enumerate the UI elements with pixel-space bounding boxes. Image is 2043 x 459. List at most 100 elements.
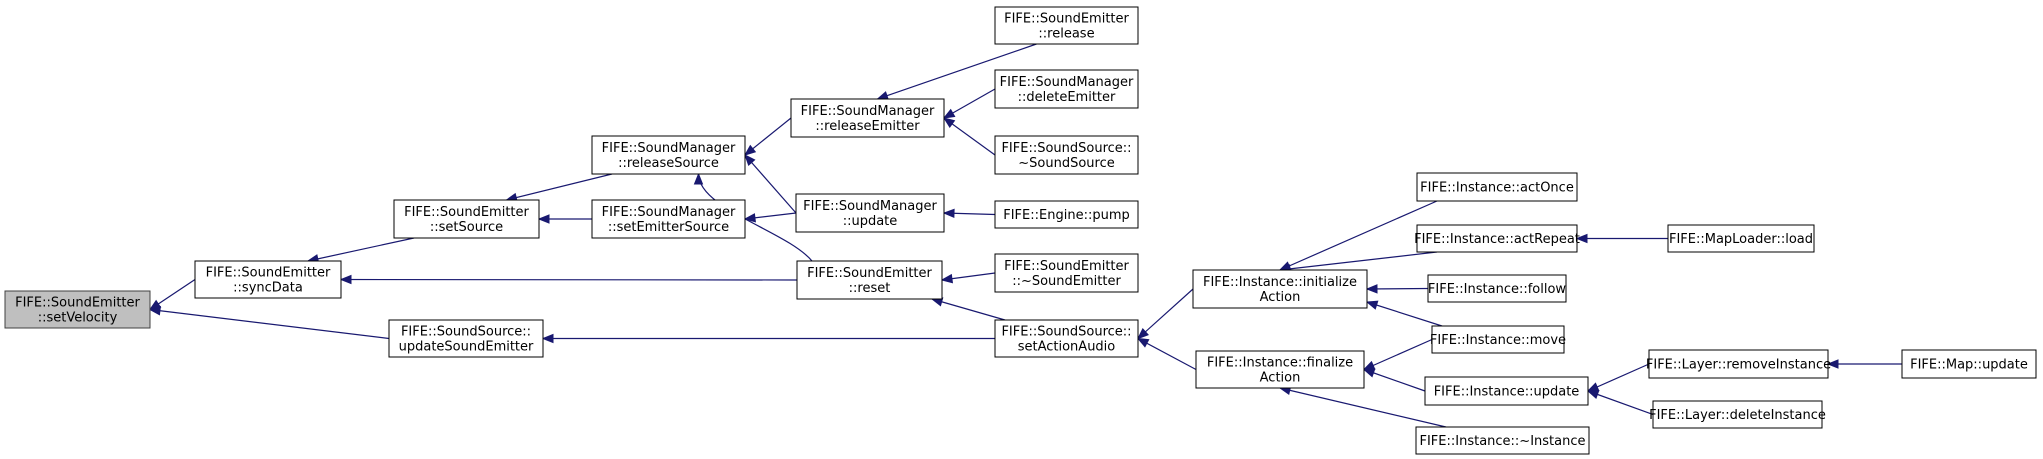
edge-inst-update-to-finalize-action [1363, 368, 1426, 392]
node-label-line: ::reset [849, 281, 891, 296]
node-delete-emitter[interactable]: FIFE::SoundManager::deleteEmitter [994, 69, 1139, 109]
node-inst-dtor[interactable]: FIFE::Instance::~Instance [1415, 426, 1590, 455]
node-label-line: FIFE::SoundEmitter [1004, 12, 1129, 27]
edge-act-repeat-to-initialize-action [1279, 251, 1438, 271]
arrowhead [876, 91, 889, 101]
node-box [994, 135, 1139, 175]
node-label-line: FIFE::SoundEmitter [15, 296, 140, 311]
node-set-emitter-source[interactable]: FIFE::SoundManager::setEmitterSource [591, 199, 746, 239]
nodes-layer: FIFE::SoundEmitter::setVelocityFIFE::Sou… [4, 6, 2037, 455]
node-label-line: FIFE::Instance::update [1434, 385, 1580, 400]
node-release-source[interactable]: FIFE::SoundManager::releaseSource [591, 135, 746, 175]
node-box [1652, 400, 1823, 429]
node-label-line: FIFE::Map::update [1910, 358, 2028, 373]
arrowhead [743, 213, 756, 223]
node-label-line: FIFE::SoundManager [1000, 75, 1134, 90]
node-release-emitter[interactable]: FIFE::SoundManager::releaseEmitter [790, 98, 945, 138]
node-label-line: ::release [1038, 27, 1094, 42]
node-box [1195, 350, 1365, 389]
node-label-line: FIFE::SoundSource:: [1001, 141, 1131, 156]
node-map-loader-load[interactable]: FIFE::MapLoader::load [1667, 224, 1815, 253]
node-se-release[interactable]: FIFE::SoundEmitter::release [994, 6, 1139, 45]
node-remove-instance[interactable]: FIFE::Layer::removeInstance [1646, 349, 1831, 379]
node-label-line: FIFE::Instance::finalize [1207, 356, 1353, 371]
node-label-line: ::setEmitterSource [608, 220, 729, 235]
node-se-reset[interactable]: FIFE::SoundEmitter::reset [796, 260, 943, 300]
edge-move-to-finalize-action [1363, 338, 1433, 371]
node-set-source[interactable]: FIFE::SoundEmitter::setSource [393, 199, 540, 239]
arrowhead [1136, 327, 1149, 340]
node-box [388, 319, 544, 358]
edge-set-source-to-sync-data [307, 237, 415, 262]
node-set-action-audio[interactable]: FIFE::SoundSource::setActionAudio [994, 319, 1139, 358]
node-box [994, 319, 1139, 358]
node-delete-instance[interactable]: FIFE::Layer::deleteInstance [1649, 400, 1826, 429]
node-label-line: ::~SoundEmitter [1012, 274, 1121, 289]
node-label-line: ::setSource [430, 220, 503, 235]
arrowhead [940, 273, 954, 284]
node-label-line: updateSoundEmitter [399, 340, 534, 355]
arrowhead [1362, 360, 1376, 371]
arrowhead [1586, 382, 1600, 392]
node-label-line: ::syncData [233, 281, 303, 296]
node-engine-pump[interactable]: FIFE::Engine::pump [994, 200, 1139, 229]
node-box [1415, 426, 1590, 455]
node-box [994, 200, 1139, 229]
edge-se-release-to-release-emitter [877, 43, 1037, 100]
node-box [994, 69, 1139, 109]
edge-initialize-action-to-set-action-audio [1137, 288, 1194, 339]
node-box [994, 253, 1139, 293]
edges-layer [148, 43, 1902, 428]
node-label-line: FIFE::SoundManager [801, 104, 935, 119]
arrowhead [693, 172, 704, 185]
arrowhead [942, 108, 956, 119]
arrowhead [148, 306, 161, 316]
node-follow[interactable]: FIFE::Instance::follow [1427, 274, 1567, 303]
node-ss-dtor[interactable]: FIFE::SoundSource::~SoundSource [994, 135, 1139, 175]
node-box [796, 260, 943, 300]
node-label-line: FIFE::Instance::actOnce [1420, 181, 1574, 196]
node-label-line: setActionAudio [1018, 340, 1116, 355]
node-act-once[interactable]: FIFE::Instance::actOnce [1416, 172, 1578, 202]
node-move[interactable]: FIFE::Instance::move [1430, 325, 1566, 354]
node-label-line: FIFE::SoundEmitter [807, 266, 932, 281]
arrowhead [1362, 368, 1376, 378]
node-map-update[interactable]: FIFE::Map::update [1901, 349, 2037, 379]
node-label-line: FIFE::SoundManager [803, 199, 937, 214]
node-inst-update[interactable]: FIFE::Instance::update [1424, 376, 1589, 406]
arrowhead [1826, 359, 1839, 369]
node-label-line: FIFE::MapLoader::load [1669, 232, 1813, 247]
edge-inst-dtor-to-finalize-action [1279, 387, 1447, 428]
node-box [591, 199, 746, 239]
node-box [591, 135, 746, 175]
arrowhead [744, 153, 756, 167]
edge-release-source-to-set-source [506, 173, 613, 201]
node-update-sound-emitter[interactable]: FIFE::SoundSource::updateSoundEmitter [388, 319, 544, 358]
node-label-line: FIFE::Engine::pump [1003, 208, 1129, 223]
arrowhead [541, 333, 554, 344]
node-sm-update[interactable]: FIFE::SoundManager::update [795, 193, 945, 233]
node-box [1427, 274, 1567, 303]
node-label-line: FIFE::SoundEmitter [404, 205, 529, 220]
arrowhead [942, 117, 956, 129]
node-box [1431, 325, 1565, 354]
arrowhead [1136, 337, 1150, 348]
node-act-repeat[interactable]: FIFE::Instance::actRepeat [1414, 224, 1580, 253]
node-set-velocity[interactable]: FIFE::SoundEmitter::setVelocity [4, 290, 151, 329]
arrowhead [1586, 390, 1600, 400]
node-label-line: FIFE::Instance::~Instance [1419, 434, 1585, 449]
arrowhead [1575, 233, 1588, 244]
node-label-line: FIFE::Instance::actRepeat [1414, 232, 1580, 247]
node-se-dtor[interactable]: FIFE::SoundEmitter::~SoundEmitter [994, 253, 1139, 293]
node-box [4, 290, 151, 329]
node-sync-data[interactable]: FIFE::SoundEmitter::syncData [194, 260, 342, 299]
node-box [1901, 349, 2037, 379]
edge-act-once-to-initialize-action [1279, 200, 1438, 271]
node-box [1416, 172, 1578, 202]
node-label-line: FIFE::SoundEmitter [1004, 259, 1129, 274]
node-box [1667, 224, 1815, 253]
node-box [790, 98, 945, 138]
